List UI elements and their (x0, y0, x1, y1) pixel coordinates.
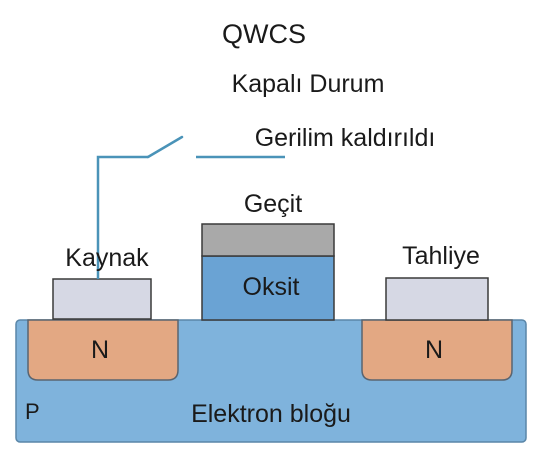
source-region-label: N (91, 336, 109, 364)
oxide-layer (201, 255, 335, 321)
gate-electrode (201, 223, 335, 257)
source-label: Kaynak (65, 244, 149, 272)
oxide-label: Oksit (243, 273, 300, 301)
drain-contact (385, 277, 489, 321)
drain-label: Tahliye (402, 242, 480, 270)
wire-source-side (96, 155, 148, 279)
substrate-label: Elektron bloğu (191, 400, 351, 428)
drain-region-label: N (425, 336, 443, 364)
title: QWCS (222, 19, 306, 49)
switch-lever (146, 135, 184, 159)
state-label: Kapalı Durum (232, 70, 385, 98)
drain-n-region (361, 319, 513, 381)
voltage-label: Gerilim kaldırıldı (255, 124, 436, 152)
source-contact (52, 278, 152, 320)
substrate-type-label: P (25, 399, 40, 424)
gate-label: Geçit (244, 190, 302, 218)
source-n-region (27, 319, 179, 381)
